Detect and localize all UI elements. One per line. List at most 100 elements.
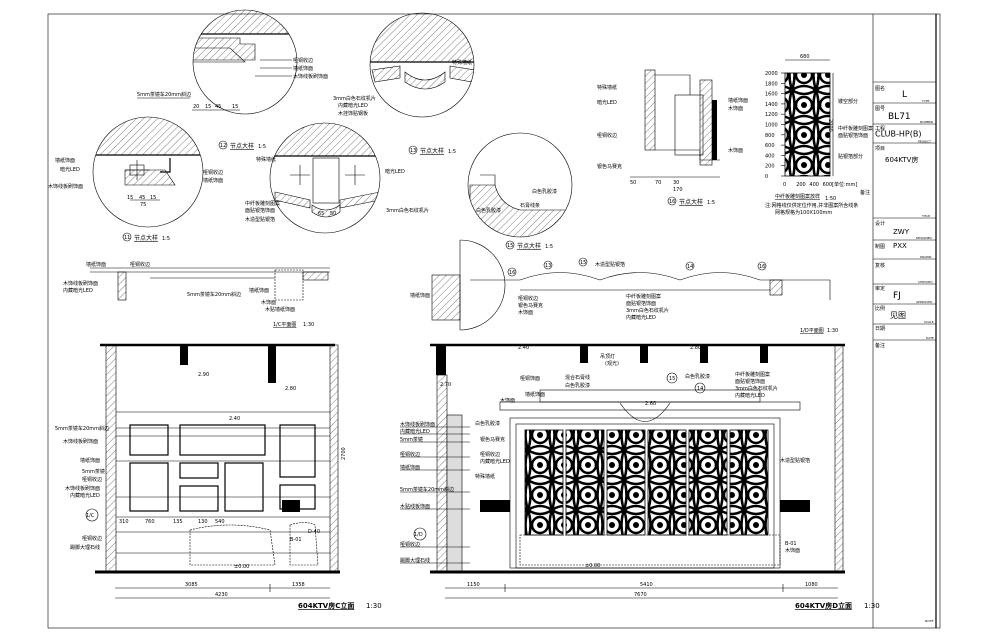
- label-design: 设计: [875, 220, 885, 227]
- label-remark: 备注: [875, 342, 885, 349]
- tag: B-01: [290, 537, 302, 543]
- detail-ref-symbol: [122, 232, 132, 242]
- panel-note: 注:网格线仅供定位作用,并非图案所含线条: [765, 202, 858, 209]
- label: 哑铜收边: [518, 295, 538, 302]
- label: 哑铜收边: [130, 261, 150, 268]
- detail-ref-symbol: [505, 240, 515, 250]
- label: 面贴银箔饰面: [245, 207, 275, 214]
- label: (观光): [605, 360, 619, 367]
- y-tick-label: 2000: [765, 71, 778, 77]
- label: 特殊墙纸: [452, 59, 472, 66]
- label: 内藏暗光LED: [626, 314, 656, 321]
- dim: 15: [205, 104, 211, 110]
- elevation-d: 2.70 2.40 2.80 2.60 木饰线板刷饰面内藏暗光LED5mm茶镜哑…: [400, 343, 880, 610]
- label: 木贴墙纸饰面: [265, 306, 295, 313]
- label-drawing-no: 图号: [875, 106, 885, 112]
- detail-ref-symbol: [218, 140, 228, 150]
- label: 哑铜饰面: [520, 375, 540, 382]
- detail-caption: 节点大样: [230, 142, 254, 150]
- label-date: 日期: [875, 326, 885, 332]
- panel-scale: 1:50: [825, 196, 836, 202]
- label: 暗光LED: [385, 168, 405, 175]
- y-tick-label: 0: [765, 174, 768, 180]
- detail-ref-symbol: [667, 196, 677, 206]
- dim: 310: [119, 519, 129, 525]
- detail-ref: 16: [759, 264, 765, 270]
- panel-caption: 中纤板雕刻图案放样: [775, 193, 820, 200]
- label: 石膏线条: [520, 202, 540, 209]
- detail-ref: 16: [509, 270, 515, 276]
- label: 墙纸饰面: [86, 261, 106, 268]
- label: 中纤板雕刻图案: [626, 293, 661, 300]
- detail-ref: 14: [687, 264, 693, 270]
- label: 内藏暗光LED: [400, 428, 430, 435]
- detail-scale: 1:5: [707, 200, 715, 206]
- y-tick-label: 400: [765, 153, 775, 159]
- label: 镂空部分: [838, 98, 858, 105]
- dim: 70: [655, 180, 661, 186]
- level-mark: 2.80: [285, 386, 296, 392]
- x-tick-label: 600: [823, 182, 833, 188]
- label: 银色马赛克: [518, 302, 543, 309]
- label: 5mm茶镜车20mm斜边: [400, 486, 454, 493]
- drawing-name: L: [902, 90, 907, 100]
- label: 内藏暗光LED: [338, 102, 368, 109]
- detail-scale: 1:5: [545, 244, 553, 250]
- panel-note: 网格规格为100X100mm: [775, 209, 832, 216]
- label: 3mm白色石纹机片: [735, 385, 778, 392]
- label: 木饰线板刷饰面: [65, 485, 100, 492]
- label: 5mm茶镜车20mm斜边: [187, 291, 241, 298]
- tag: B-01: [785, 541, 797, 547]
- label: 墙纸饰面: [525, 391, 545, 398]
- detail-ref: 11: [124, 235, 130, 241]
- detail-caption: 节点大样: [420, 147, 444, 155]
- label: 3mm白色石纹机片: [626, 307, 669, 314]
- y-tick-label: 800: [765, 133, 775, 139]
- detail-15: 白色乳胶漆 白色乳胶漆 石膏线条 15 节点大样 1:5: [467, 132, 573, 250]
- en-label: DATE: [926, 336, 934, 340]
- label: 木饰线板刷饰面: [48, 183, 83, 190]
- label-drawing-name: 图名: [875, 85, 885, 92]
- carved-panel: [647, 429, 687, 536]
- label: 白色乳胶漆: [476, 207, 501, 214]
- plan-c: 墙纸饰面 哑铜收边 木饰线板刷饰面 内藏暗光LED 5mm茶镜车20mm斜边 墙…: [63, 261, 330, 328]
- en-label: DESIGNED: [916, 236, 932, 240]
- sheet-border: [47, 13, 941, 629]
- carved-panel: [729, 429, 769, 536]
- label: 面贴银箔饰面: [626, 300, 656, 307]
- label: 木饰面: [728, 147, 743, 154]
- carved-panel: [524, 429, 564, 536]
- label: 墙纸饰面: [728, 97, 748, 104]
- label: 白色乳胶漆: [475, 420, 500, 427]
- item-name: 604KTV房: [885, 155, 918, 164]
- dim: 760: [145, 519, 155, 525]
- level-mark: 2.40: [229, 416, 240, 422]
- elevation-scale: 1:30: [366, 602, 382, 610]
- label: 面贴银箔饰面: [735, 378, 765, 385]
- drawing-no: BL71: [888, 112, 911, 122]
- detail-ref: 14: [697, 386, 703, 392]
- dim: 1150: [467, 582, 480, 588]
- y-tick-label: 200: [765, 164, 775, 170]
- label: 木造型贴银箔: [780, 457, 810, 464]
- y-tick-label: 600: [765, 143, 775, 149]
- plan-scale: 1:30: [303, 322, 314, 328]
- label: 木饰线板刷饰面: [63, 438, 98, 445]
- dim: 4230: [215, 592, 228, 598]
- label: 墙纸饰面: [80, 457, 100, 464]
- label: 银色马赛克: [597, 163, 622, 170]
- en-label: NOTE: [925, 619, 933, 623]
- label: 踢脚大理石线: [70, 544, 100, 551]
- label: 5mm茶镜: [400, 436, 423, 443]
- en-label: SCALE: [924, 320, 934, 324]
- level-mark: 2.80: [690, 345, 701, 351]
- elevation-title: 604KTV房C立面: [298, 601, 354, 610]
- dim: 45: [215, 104, 221, 110]
- dim: 170: [673, 187, 683, 193]
- label-item: 项目: [875, 146, 885, 152]
- detail-caption: 节点大样: [134, 234, 158, 242]
- detail-ref-symbol: [408, 145, 418, 155]
- detail-ref: 15: [580, 260, 586, 266]
- elevation-scale: 1:30: [864, 602, 880, 610]
